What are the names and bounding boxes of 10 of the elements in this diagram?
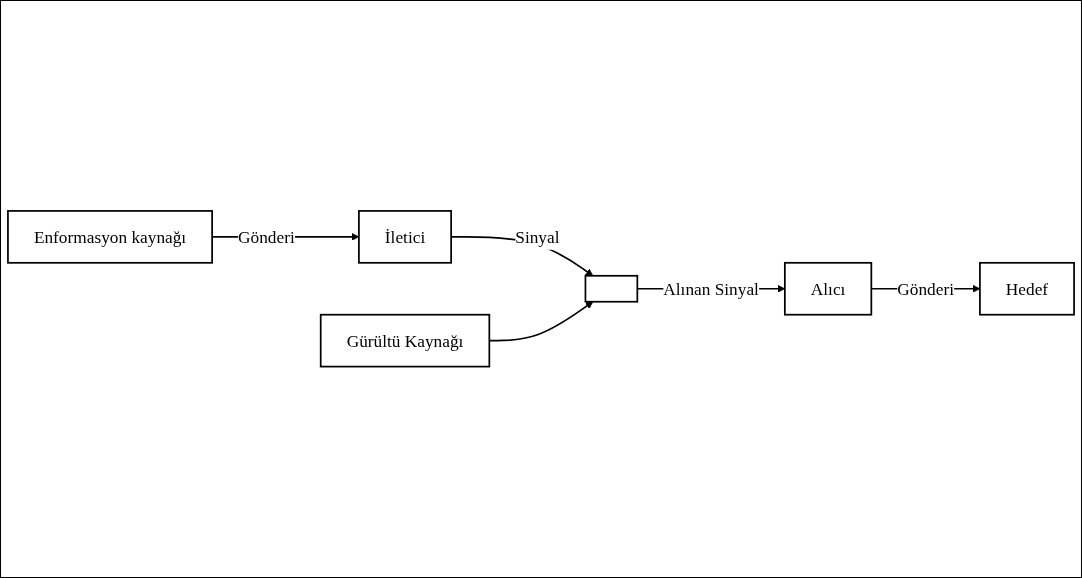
node-box: Alıcı [783,262,873,316]
node-box: Enformasyon kaynağı [7,210,213,264]
node-box [584,275,639,303]
edge-label: Gönderi [897,279,954,299]
edge-label: Alınan Sinyal [663,279,759,299]
edge-label: Sinyal [515,227,560,247]
edge-label: Gönderi [238,227,295,247]
node-box: İletici [358,210,452,264]
node-box: Gürültü Kaynağı [319,314,491,368]
node-box: Hedef [979,262,1075,316]
